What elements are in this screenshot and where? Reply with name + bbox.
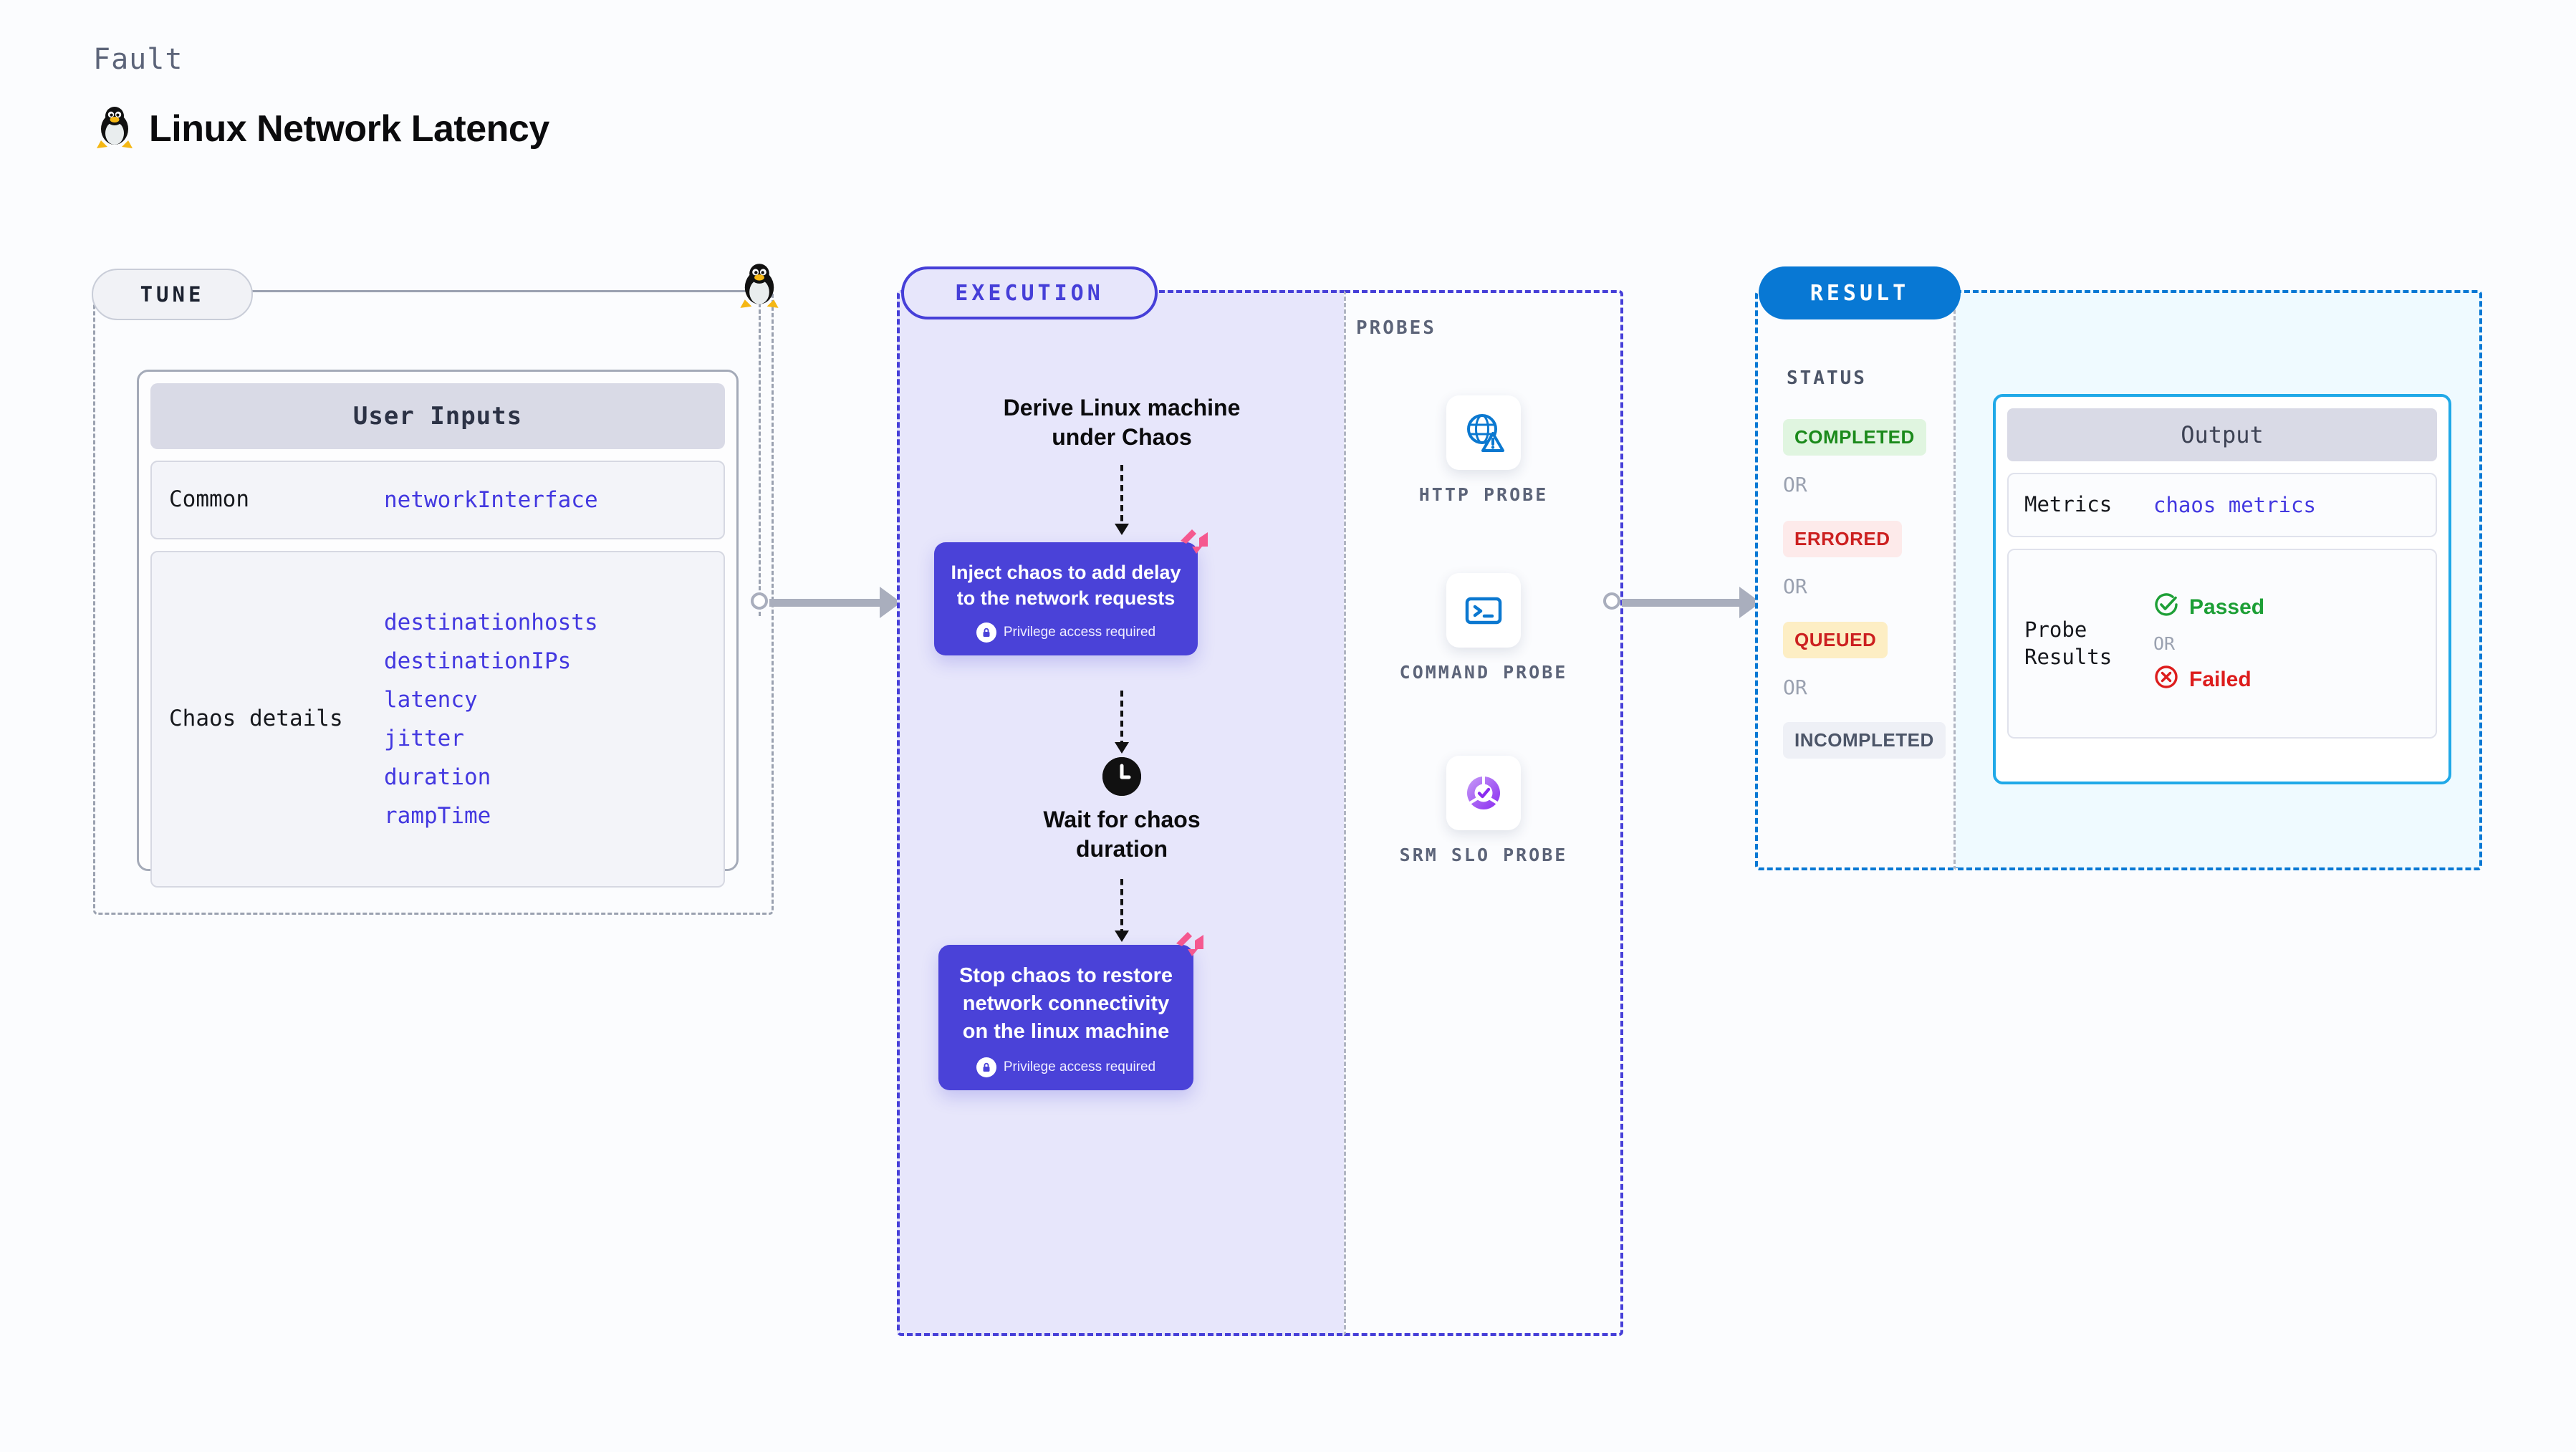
user-inputs-title: User Inputs — [150, 383, 725, 449]
status-badge-label: QUEUED — [1794, 629, 1877, 650]
connector-tune-execution — [751, 587, 901, 618]
flow-arrow — [1115, 465, 1129, 535]
check-circle-icon — [2153, 592, 2179, 623]
output-row-key: Metrics — [2024, 492, 2113, 517]
result-status-panel — [1755, 290, 1956, 870]
step-title: Stop chaos to restore network connectivi… — [958, 964, 1173, 1043]
status-badge-errored: ERRORED — [1783, 521, 1902, 557]
input-row-values: destinationhosts destinationIPs latency … — [384, 610, 598, 829]
probes-label: PROBES — [1356, 317, 1436, 339]
privilege-note: Privilege access required — [950, 622, 1182, 643]
output-card: Output Metrics chaos metrics Probe Resul… — [1993, 394, 2451, 784]
probe-result-failed: Failed — [2153, 664, 2264, 696]
probe-label: COMMAND PROBE — [1399, 662, 1568, 683]
result-pill[interactable]: RESULT — [1759, 266, 1961, 319]
probe-srm-slo[interactable]: SRM SLO PROBE — [1344, 756, 1623, 867]
tune-pill-label: TUNE — [140, 282, 205, 307]
output-row-metrics: Metrics chaos metrics — [2007, 473, 2437, 537]
privilege-text: Privilege access required — [1003, 1059, 1156, 1074]
page-title-text: Linux Network Latency — [149, 107, 549, 150]
status-badge-incompleted: INCOMPLETED — [1783, 722, 1946, 759]
input-value[interactable]: duration — [384, 764, 491, 790]
input-row-chaos-details: Chaos details destinationhosts destinati… — [150, 551, 725, 888]
or-separator: OR — [1783, 574, 1807, 598]
status-badge-label: ERRORED — [1794, 528, 1890, 549]
status-label: STATUS — [1787, 367, 1867, 389]
input-row-key: Chaos details — [169, 706, 343, 732]
stop-chaos-step[interactable]: Stop chaos to restore network connectivi… — [938, 932, 1203, 1090]
or-separator: OR — [2153, 633, 2176, 654]
probe-label: SRM SLO PROBE — [1399, 845, 1568, 865]
status-badge-queued: QUEUED — [1783, 622, 1888, 658]
input-row-values: networkInterface — [384, 487, 598, 513]
probe-label: HTTP PROBE — [1418, 484, 1549, 505]
tune-lead-line — [254, 290, 756, 292]
input-value[interactable]: jitter — [384, 726, 464, 751]
wait-duration-step: Wait for chaos duration — [1043, 807, 1201, 862]
flow-arrow — [1115, 879, 1129, 942]
execution-panel: Derive Linux machine under Chaos Inject … — [897, 290, 1344, 1336]
privilege-text: Privilege access required — [1003, 625, 1156, 640]
srm-slo-donut-icon — [1446, 756, 1521, 830]
input-row-common: Common networkInterface — [150, 461, 725, 539]
probe-http[interactable]: HTTP PROBE — [1344, 395, 1623, 507]
execution-pill[interactable]: EXECUTION — [901, 266, 1158, 319]
input-value[interactable]: networkInterface — [384, 487, 598, 513]
probe-result-passed: Passed — [2153, 592, 2264, 623]
tune-panel: User Inputs Common networkInterface Chao… — [93, 290, 774, 915]
harness-chaos-logo-icon — [1173, 928, 1206, 964]
input-row-key: Common — [169, 486, 249, 513]
probe-result-values: Passed OR Failed — [2153, 592, 2264, 696]
input-value[interactable]: rampTime — [384, 803, 491, 829]
execution-pill-label: EXECUTION — [955, 280, 1104, 306]
output-row-key: Probe Results — [2024, 617, 2113, 669]
input-value[interactable]: destinationhosts — [384, 610, 598, 635]
lock-icon — [976, 622, 996, 643]
input-value[interactable]: destinationIPs — [384, 648, 572, 674]
harness-chaos-logo-icon — [1178, 525, 1211, 562]
inject-chaos-step[interactable]: Inject chaos to add delay to the network… — [934, 529, 1208, 656]
status-badge-completed: COMPLETED — [1783, 419, 1926, 456]
probe-result-passed-label: Passed — [2189, 595, 2265, 619]
user-inputs-card: User Inputs Common networkInterface Chao… — [137, 370, 739, 888]
globe-warning-icon — [1446, 395, 1521, 470]
status-badge-label: INCOMPLETED — [1794, 729, 1934, 751]
derive-machine-step: Derive Linux machine under Chaos — [1003, 395, 1241, 450]
page-title: Linux Network Latency — [95, 105, 549, 153]
linux-penguin-icon — [95, 105, 135, 153]
tune-pill[interactable]: TUNE — [92, 269, 253, 320]
connector-execution-result — [1603, 587, 1762, 618]
status-badge-label: COMPLETED — [1794, 426, 1915, 448]
step-title: Inject chaos to add delay to the network… — [951, 562, 1181, 610]
linux-penguin-marker-icon — [738, 261, 781, 312]
x-circle-icon — [2153, 664, 2179, 696]
privilege-note: Privilege access required — [954, 1057, 1178, 1077]
fault-kicker: Fault — [93, 43, 183, 76]
or-separator: OR — [1783, 473, 1807, 496]
or-separator: OR — [1783, 675, 1807, 699]
result-pill-label: RESULT — [1810, 280, 1910, 306]
output-row-probe-results: Probe Results Passed OR — [2007, 549, 2437, 739]
probe-command[interactable]: COMMAND PROBE — [1344, 573, 1623, 685]
lock-icon — [976, 1057, 996, 1077]
flow-arrow — [1115, 691, 1129, 754]
output-title: Output — [2007, 408, 2437, 461]
clock-icon — [1102, 757, 1141, 796]
page-header: Fault Linux Network Latency — [93, 43, 549, 153]
terminal-icon — [1446, 573, 1521, 648]
tune-drop-line — [759, 290, 761, 616]
input-value[interactable]: latency — [384, 687, 478, 713]
probe-result-failed-label: Failed — [2189, 668, 2251, 691]
output-metrics-value[interactable]: chaos metrics — [2153, 493, 2316, 517]
